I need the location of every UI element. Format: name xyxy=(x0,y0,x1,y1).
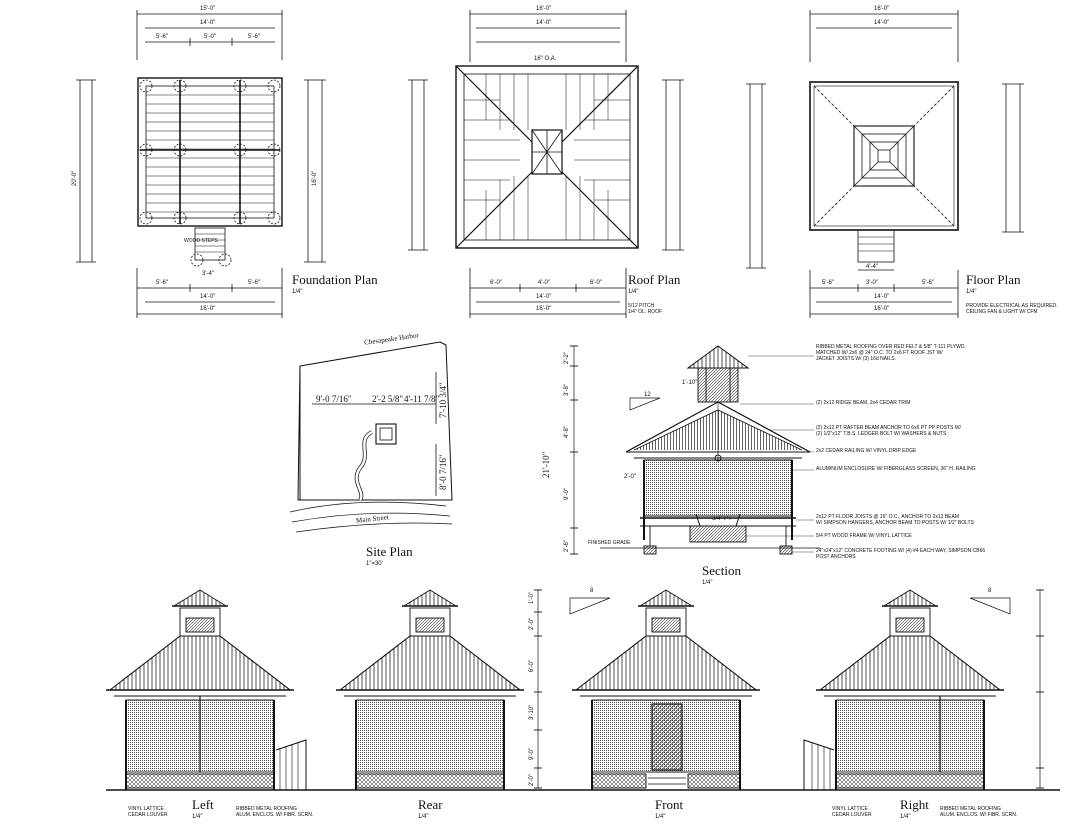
site-plan xyxy=(289,341,453,533)
section-dim: 2'-2" xyxy=(564,352,570,364)
elevation-dim: 6'-0" xyxy=(529,660,535,672)
section-callout: 5/4 PT WOOD FRAME W/ VINYL LATTICE xyxy=(816,533,912,539)
elevation-dim: 2'-0" xyxy=(529,774,535,786)
elevation-dim: 9'-0" xyxy=(529,748,535,760)
elevation-dim: 3'-10" xyxy=(529,704,535,720)
dim-label: 5'-6" xyxy=(156,34,168,40)
section-callout: 24"x24"x12" CONCRETE FOOTING W/ (4) #4 E… xyxy=(816,548,986,560)
dim-label: 14'-0" xyxy=(536,294,552,300)
dim-label: 16'-0" xyxy=(874,306,890,312)
foundation-plan-scale: 1/4" xyxy=(292,289,303,295)
elevation-rear xyxy=(336,589,524,790)
dim-label: 16'-0" xyxy=(312,170,318,186)
section-callout: 2x2 CEDAR RAILING W/ VINYL DRIP EDGE xyxy=(816,448,917,454)
section-dim: 3'-8" xyxy=(564,384,570,396)
section-drawing xyxy=(570,345,820,555)
foundation-stair-note: WOOD STEPS xyxy=(184,238,218,244)
section-callout: (2) 2x12 RIDGE BEAM, 2x4 CEDAR TRIM xyxy=(816,400,911,406)
elevation-right-title: Right xyxy=(900,797,929,812)
foundation-plan-title: Foundation Plan xyxy=(292,272,378,287)
dim-label: 4'-4" xyxy=(866,264,878,270)
elevation-front xyxy=(572,589,760,790)
section-mid-label: 3/4" PT xyxy=(712,516,732,522)
dim-label: 16" O.A. xyxy=(534,56,557,62)
roof-plan-title: Roof Plan xyxy=(628,272,681,287)
dim-label: 5'-6" xyxy=(248,34,260,40)
dim-label: 6'-0" xyxy=(590,280,602,286)
dim-label: 4'-0" xyxy=(538,280,550,286)
slope-rise: 12 xyxy=(644,392,651,398)
roof-plan xyxy=(408,10,684,318)
dim-label: 6'-0" xyxy=(490,280,502,286)
elevation-rear-scale: 1/4" xyxy=(418,814,429,820)
roof-note: 5/12 PITCH 1/4" OL. ROOF xyxy=(628,303,663,315)
dim-label: 16'-0" xyxy=(874,6,890,12)
slope-run: 8 xyxy=(590,588,594,594)
dim-label: 16'-0" xyxy=(536,306,552,312)
floor-plan-title: Floor Plan xyxy=(966,272,1021,287)
elevation-right-note: RIBBED METAL ROOFING ALUM. ENCLOS. W/ FI… xyxy=(940,806,1018,818)
dim-label: 3'-4" xyxy=(202,271,214,277)
dim-label: 5'-6" xyxy=(822,280,834,286)
elevation-left xyxy=(106,589,307,790)
dim-label: 14'-0" xyxy=(536,20,552,26)
section-total-dim: 21'-10" xyxy=(541,451,551,478)
foundation-plan xyxy=(76,10,326,318)
site-dim: 2'-2 5/8" xyxy=(372,394,404,404)
elevation-left-scale: 1/4" xyxy=(192,814,203,820)
site-dim: 7'-10 3/4" xyxy=(438,382,448,418)
site-plan-scale: 1"=30' xyxy=(366,561,383,567)
site-dim: 4'-11 7/8" xyxy=(404,394,440,404)
dim-label: 16'-0" xyxy=(200,306,216,312)
floor-plan xyxy=(746,10,1024,318)
section-dim: 4'-8" xyxy=(564,426,570,438)
dim-label: 5'-6" xyxy=(248,280,260,286)
elevation-right xyxy=(803,589,1004,790)
elevation-front-scale: 1/4" xyxy=(655,814,666,820)
roof-plan-scale: 1/4" xyxy=(628,289,639,295)
elevation-rear-title: Rear xyxy=(418,797,443,812)
section-dim: 1'-10" xyxy=(682,380,698,386)
elevation-left-note: VINYL LATTICE CEDAR LOUVER xyxy=(128,806,168,818)
section-grade: FINISHED GRADE xyxy=(588,540,631,546)
elevation-dim: 1'-0" xyxy=(529,592,535,604)
dim-label: 14'-0" xyxy=(874,20,890,26)
section-callout: (2) 2x12 PT RAFTER BEAM ANCHOR TO 6x6 PT… xyxy=(816,425,961,437)
dim-label: 14'-0" xyxy=(200,20,216,26)
dim-label: 14'-0" xyxy=(874,294,890,300)
dim-label: 15'-0" xyxy=(200,6,216,12)
elevations xyxy=(106,589,1060,791)
slope-run: 8 xyxy=(988,588,992,594)
elevation-dim: 2'-0" xyxy=(529,618,535,630)
dim-label: 3'-0" xyxy=(866,280,878,286)
dim-label: 14'-0" xyxy=(200,294,216,300)
section-callout: RIBBED METAL ROOFING OVER RED FELT & 5/8… xyxy=(816,344,966,362)
elevation-front-title: Front xyxy=(655,797,684,812)
section-dim: 2'-0" xyxy=(624,474,636,480)
section-callout: ALUMINUM ENCLOSURE W/ FIBERGLASS SCREEN,… xyxy=(816,466,976,472)
elevation-right-note: VINYL LATTICE CEDAR LOUVER xyxy=(832,806,872,818)
section-title: Section xyxy=(702,563,741,578)
dim-label: 5'-6" xyxy=(156,280,168,286)
dim-label: 20'-0" xyxy=(72,170,78,186)
dim-label: 5'-0" xyxy=(204,34,216,40)
dim-label: 16'-0" xyxy=(536,6,552,12)
elevation-left-title: Left xyxy=(192,797,214,812)
site-dim: 9'-0 7/16" xyxy=(316,394,352,404)
section-callout: 2x12 PT FLOOR JOISTS @ 16" O.C., ANCHOR … xyxy=(816,514,974,526)
section-scale: 1/4" xyxy=(702,580,713,586)
section-dim: 2'-6" xyxy=(564,540,570,552)
dim-label: 5'-6" xyxy=(922,280,934,286)
elevation-left-note: RIBBED METAL ROOFING ALUM. ENCLOS. W/ FI… xyxy=(236,806,314,818)
floor-note: PROVIDE ELECTRICAL AS REQUIRED. CEILING … xyxy=(966,303,1058,315)
section-dim: 9'-0" xyxy=(564,488,570,500)
site-plan-title: Site Plan xyxy=(366,544,413,559)
elevation-right-scale: 1/4" xyxy=(900,814,911,820)
site-dim: 8'-0 7/16" xyxy=(438,454,448,490)
floor-plan-scale: 1/4" xyxy=(966,289,977,295)
